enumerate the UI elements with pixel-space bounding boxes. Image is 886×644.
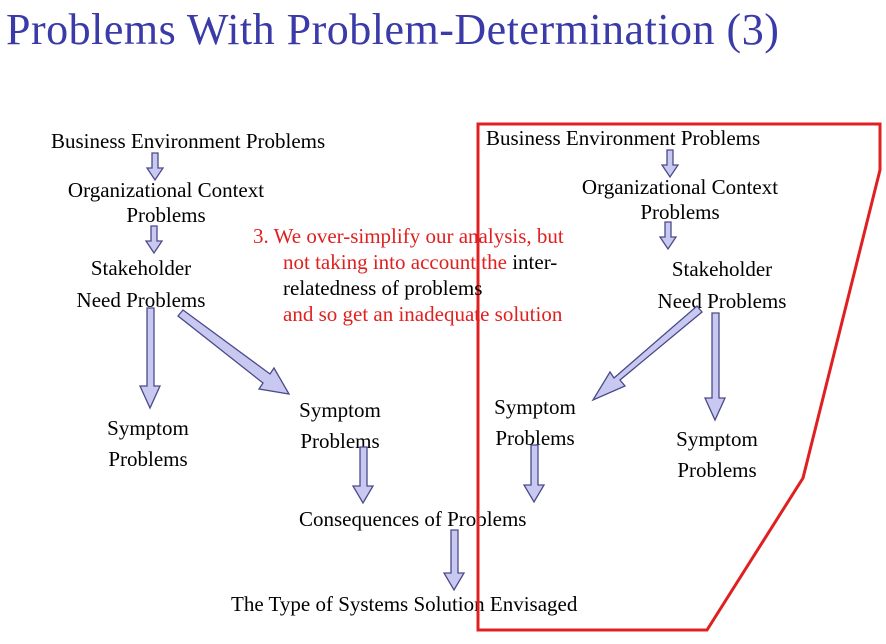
right-business-label: Business Environment Problems: [486, 126, 761, 150]
right-symptom-b-label-1: Symptom: [676, 427, 758, 451]
note-line-1: 3. We over-simplify our analysis, but: [253, 224, 564, 248]
systems-solution-envisaged: The Type of Systems Solution Envisaged: [231, 592, 577, 617]
left-stakeholder-need-problems: Stakeholder Need Problems: [56, 252, 226, 316]
left-stake-label-2: Need Problems: [76, 288, 206, 312]
right-stake-label-2: Need Problems: [657, 289, 787, 313]
right-stake-label-1: Stakeholder: [671, 257, 773, 281]
left-business-label: Business Environment Problems: [51, 129, 326, 153]
left-symptom-problems-a: Symptom Problems: [96, 413, 200, 475]
note-line-2-red: not taking into account the: [283, 250, 507, 274]
annotation-note: 3. We over-simplify our analysis, but no…: [253, 223, 564, 327]
arrow-consequences-to-solution: [442, 529, 466, 592]
left-business-environment-problems: Business Environment Problems: [51, 129, 325, 154]
arrow-symptom-b-to-consequences: [351, 446, 375, 505]
arrow-left-org-to-stake: [144, 225, 164, 255]
arrow-left-business-to-org: [145, 152, 165, 182]
right-symptom-b-label-2: Problems: [677, 458, 757, 482]
left-org-label-2: Problems: [126, 203, 206, 227]
arrow-right-symptom-a-to-b-chain: [522, 444, 546, 504]
left-stake-label-1: Stakeholder: [90, 256, 192, 280]
arrow-left-stake-to-symptom-b: [177, 309, 291, 395]
right-stakeholder-need-problems: Stakeholder Need Problems: [637, 253, 807, 317]
note-line-3: relatedness of problems: [283, 276, 483, 300]
slide-title: Problems With Problem-Determination (3): [6, 5, 780, 54]
right-org-label-2: Problems: [640, 200, 720, 224]
right-org-label-1: Organizational Context: [581, 175, 779, 199]
highlight-box: [476, 122, 882, 632]
arrow-right-org-to-stake: [658, 221, 678, 251]
left-organizational-context-problems: Organizational Context Problems: [44, 178, 288, 228]
left-symptom-b-label-1: Symptom: [299, 398, 381, 422]
arrow-right-business-to-org: [660, 149, 680, 179]
note-line-2-black: inter-: [506, 250, 558, 274]
right-business-environment-problems: Business Environment Problems: [486, 126, 760, 151]
note-line-2: not taking into account the inter-: [253, 249, 564, 275]
consequences-of-problems: Consequences of Problems: [299, 507, 526, 532]
left-symptom-a-label-2: Problems: [108, 447, 188, 471]
left-symptom-a-label-1: Symptom: [107, 416, 189, 440]
arrow-right-stake-to-symptom-b: [703, 312, 727, 422]
right-symptom-problems-a: Symptom Problems: [483, 392, 587, 454]
note-line-4: and so get an inadequate solution: [283, 302, 563, 326]
arrow-left-stake-to-symptom-a: [138, 307, 162, 410]
consequences-label: Consequences of Problems: [299, 507, 527, 531]
right-symptom-problems-b: Symptom Problems: [665, 424, 769, 486]
solution-label: The Type of Systems Solution Envisaged: [231, 592, 578, 616]
right-organizational-context-problems: Organizational Context Problems: [558, 175, 802, 225]
left-org-label-1: Organizational Context: [67, 178, 265, 202]
left-symptom-problems-b: Symptom Problems: [288, 395, 392, 457]
right-symptom-a-label-1: Symptom: [494, 395, 576, 419]
arrow-right-stake-to-symptom-a: [591, 305, 703, 402]
